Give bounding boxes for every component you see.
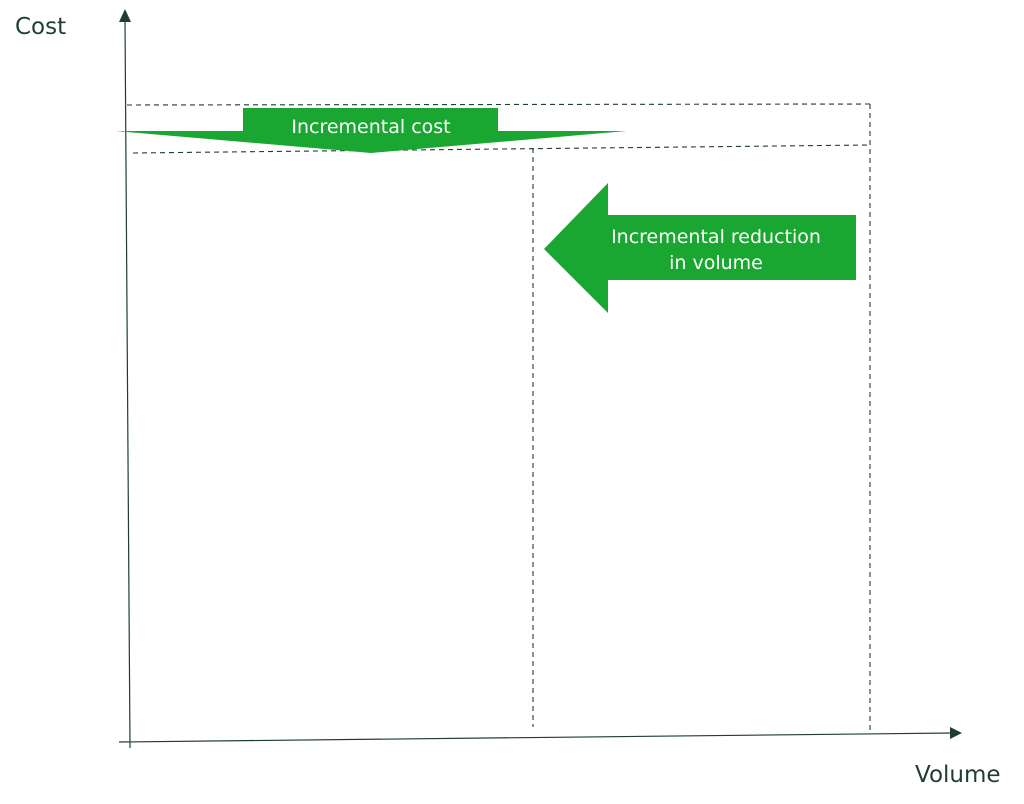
incremental-reduction-arrow-shape (544, 183, 856, 313)
incremental-reduction-label-line2: in volume (669, 252, 763, 274)
incremental-cost-label: Incremental cost (291, 116, 450, 138)
y-axis-label: Cost (15, 14, 66, 40)
x-axis-label: Volume (915, 762, 1001, 788)
incremental-cost-arrow: Incremental cost (116, 108, 627, 153)
y-axis-arrowhead (119, 9, 131, 22)
incremental-reduction-arrow: Incremental reduction in volume (544, 183, 856, 313)
incremental-cost-arrow-shape (116, 108, 627, 153)
lower-cost-dashed-line (132, 144, 870, 154)
reference-lines (126, 103, 872, 734)
x-axis (118, 732, 953, 743)
incremental-reduction-label-line1: Incremental reduction (611, 226, 821, 248)
x-axis-arrowhead (950, 727, 962, 739)
upper-cost-dashed-line (126, 103, 872, 106)
y-axis (124, 19, 131, 749)
